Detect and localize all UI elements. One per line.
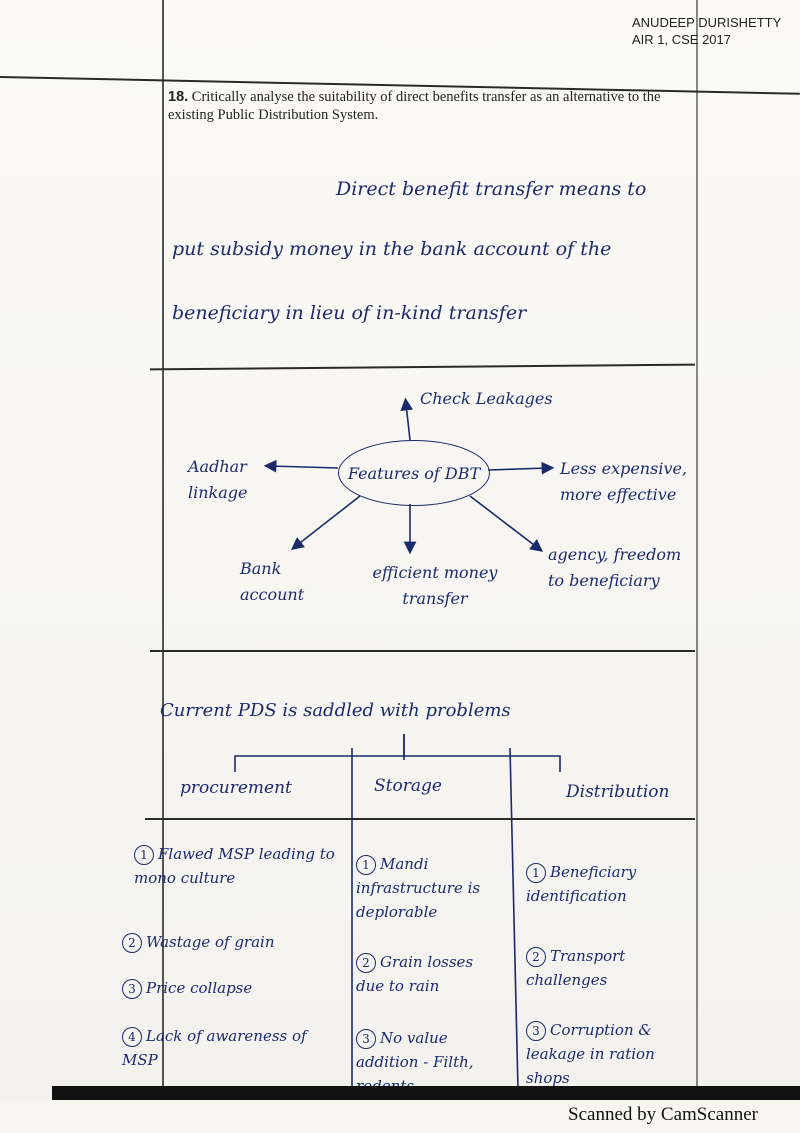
mindmap-bottom-left: Bank account: [240, 559, 305, 604]
column-title-procurement: procurement: [180, 778, 292, 798]
author-rank: AIR 1, CSE 2017: [632, 32, 731, 47]
column-divider-2: [509, 747, 519, 1091]
item-text: Transport challenges: [526, 947, 626, 989]
tree-branch: [234, 755, 561, 772]
mindmap-right: Less expensive, more effective: [560, 459, 688, 504]
item-text: Flawed MSP leading to mono culture: [134, 845, 335, 887]
arrow-bottom-left: [290, 495, 361, 550]
column-title-distribution: Distribution: [566, 782, 670, 802]
item-text: Grain losses due to rain: [356, 953, 474, 995]
item-text: Corruption & leakage in ration shops: [526, 1021, 655, 1087]
intro-line-1: Direct benefit transfer means to: [336, 178, 647, 200]
item-number: 3: [122, 979, 142, 999]
item-number: 4: [122, 1027, 142, 1047]
item-number: 1: [356, 855, 376, 875]
item-text: Wastage of grain: [146, 933, 275, 951]
pds-heading: Current PDS is saddled with problems: [160, 700, 511, 721]
author-watermark: ANUDEEP DURISHETTY AIR 1, CSE 2017: [632, 14, 781, 48]
mindmap-center: Features of DBT: [338, 440, 490, 506]
scanner-watermark: Scanned by CamScanner: [568, 1104, 758, 1125]
mindmap-bottom-right: agency, freedom to beneficiary: [548, 545, 682, 590]
item-text: Beneficiary identification: [526, 863, 637, 905]
arrow-top: [400, 397, 414, 441]
item-number: 1: [134, 845, 154, 865]
item-text: Lack of awareness of MSP: [122, 1027, 307, 1069]
mindmap-top: Check Leakages: [420, 389, 553, 408]
margin-line: [162, 0, 164, 1090]
item-number: 2: [122, 933, 142, 953]
question-number: 18.: [168, 89, 189, 105]
rule-after-intro: [150, 363, 695, 370]
item-number: 2: [356, 953, 376, 973]
mindmap-left: Aadhar linkage: [188, 457, 248, 502]
scan-bottom-edge: [52, 1086, 800, 1100]
item-number: 3: [526, 1021, 546, 1041]
item-number: 3: [356, 1029, 376, 1049]
question-text: Critically analyse the suitability of di…: [168, 89, 661, 123]
author-name: ANUDEEP DURISHETTY: [632, 15, 782, 30]
intro-line-2: put subsidy money in the bank account of…: [172, 238, 612, 260]
right-margin-line: [696, 0, 698, 1090]
question: 18. Critically analyse the suitability o…: [168, 88, 693, 124]
column-title-storage: Storage: [374, 776, 442, 796]
item-text: Mandi infrastructure is deplorable: [356, 855, 481, 921]
scanned-page: ANUDEEP DURISHETTY AIR 1, CSE 2017 18. C…: [0, 0, 800, 1100]
arrow-bottom-right: [469, 495, 544, 552]
rule-under-columns: [145, 818, 695, 820]
item-number: 1: [526, 863, 546, 883]
mindmap-bottom: efficient money transfer: [372, 563, 498, 608]
rule-after-mindmap: [150, 650, 695, 652]
arrow-left: [263, 459, 339, 473]
item-number: 2: [526, 947, 546, 967]
arrow-right: [487, 461, 555, 475]
intro-line-3: beneficiary in lieu of in-kind transfer: [172, 302, 527, 324]
item-text: Price collapse: [146, 979, 253, 997]
